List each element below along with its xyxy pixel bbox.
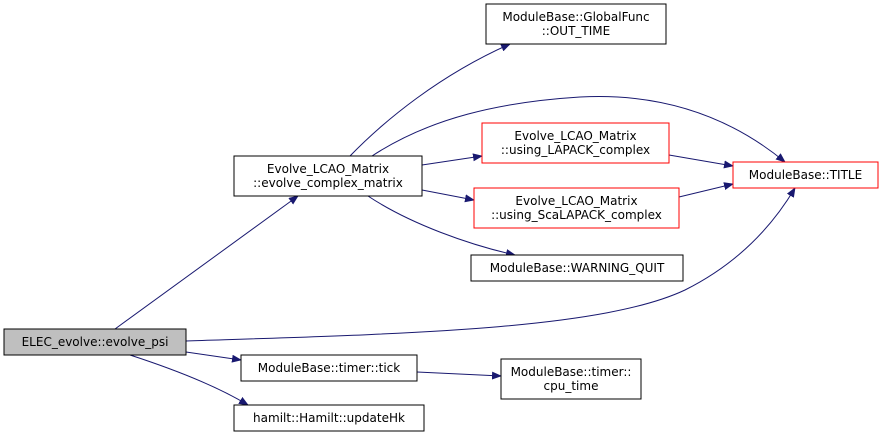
edge-evolve_complex_matrix-to-out_time: [349, 43, 511, 157]
node-out-time[interactable]: ModuleBase::GlobalFunc::OUT_TIME: [485, 3, 667, 45]
edge-evolve_psi-to-title: [185, 187, 796, 342]
node-box: [470, 254, 684, 282]
node-update-hk[interactable]: hamilt::Hamilt::updateHk: [233, 404, 425, 432]
edge-using_scalapack-to-title: [678, 182, 734, 198]
node-label: ModuleBase::timer::tick: [258, 361, 400, 375]
edge-evolve_complex_matrix-to-title: [371, 95, 786, 163]
node-label: cpu_time: [544, 379, 599, 393]
node-box: [3, 328, 187, 356]
node-label: hamilt::Hamilt::updateHk: [253, 411, 405, 425]
node-label: Evolve_LCAO_Matrix: [515, 194, 637, 208]
node-label: ModuleBase::WARNING_QUIT: [490, 261, 665, 275]
edge-evolve_complex_matrix-to-warning_quit: [367, 195, 516, 257]
node-title[interactable]: ModuleBase::TITLE: [732, 161, 879, 189]
node-label: ::using_ScaLAPACK_complex: [491, 208, 662, 222]
node-cpu-time[interactable]: ModuleBase::timer::cpu_time: [500, 358, 642, 400]
node-label: ModuleBase::TITLE: [749, 168, 862, 182]
node-label: ::using_LAPACK_complex: [501, 143, 650, 157]
node-using-scalapack[interactable]: Evolve_LCAO_Matrix::using_ScaLAPACK_comp…: [473, 187, 680, 229]
edge-evolve_complex_matrix-to-using_scalapack: [421, 189, 475, 203]
edge-evolve_psi-to-evolve_complex_matrix: [114, 195, 299, 330]
node-label: ::OUT_TIME: [542, 24, 610, 38]
node-label: Evolve_LCAO_Matrix: [267, 162, 389, 176]
node-evolve-complex-matrix[interactable]: Evolve_LCAO_Matrix::evolve_complex_matri…: [233, 155, 423, 197]
node-box: [481, 122, 670, 164]
nodes-layer: ELEC_evolve::evolve_psi Evolve_LCAO_Matri…: [3, 3, 879, 432]
edge-evolve_complex_matrix-to-using_lapack: [421, 153, 483, 166]
node-using-lapack[interactable]: Evolve_LCAO_Matrix::using_LAPACK_complex: [481, 122, 670, 164]
node-label: ELEC_evolve::evolve_psi: [22, 335, 169, 349]
node-warning-quit[interactable]: ModuleBase::WARNING_QUIT: [470, 254, 684, 282]
edge-timer_tick-to-cpu_time: [416, 371, 502, 380]
node-label: ModuleBase::timer::: [511, 365, 632, 379]
node-timer-tick[interactable]: ModuleBase::timer::tick: [240, 354, 418, 382]
edge-using_lapack-to-title: [668, 154, 734, 169]
node-label: ::evolve_complex_matrix: [253, 176, 403, 190]
node-box: [485, 3, 667, 45]
node-box: [500, 358, 642, 400]
node-label: Evolve_LCAO_Matrix: [514, 129, 636, 143]
node-box: [473, 187, 680, 229]
node-evolve-psi[interactable]: ELEC_evolve::evolve_psi: [3, 328, 187, 356]
edges-layer: [114, 43, 796, 406]
edge-evolve_psi-to-timer_tick: [185, 351, 242, 363]
node-box: [240, 354, 418, 382]
edge-evolve_psi-to-update_hk: [129, 354, 249, 406]
node-box: [233, 155, 423, 197]
node-box: [233, 404, 425, 432]
node-label: ModuleBase::GlobalFunc: [502, 10, 649, 24]
node-box: [732, 161, 879, 189]
